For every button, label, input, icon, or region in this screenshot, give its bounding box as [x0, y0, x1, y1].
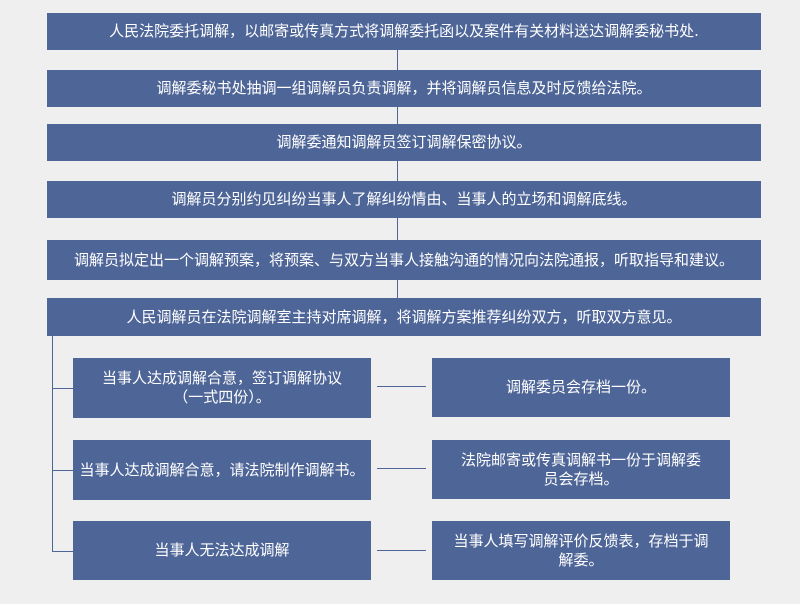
step-4-text: 调解员分别约见纠纷当事人了解纠纷情由、当事人的立场和调解底线。: [171, 190, 637, 208]
outcome-1-follow-up-line-1: 调解委员会存档一份。: [505, 378, 656, 396]
step-4-box: 调解员分别约见纠纷当事人了解纠纷情由、当事人的立场和调解底线。: [47, 181, 761, 218]
step-1-box: 人民法院委托调解，以邮寄或传真方式将调解委托函以及案件有关材料送达调解委秘书处.: [47, 13, 761, 50]
outcome-2-follow-up-line-1: 法院邮寄或传真调解书一份于调解委: [460, 450, 701, 469]
outcome-1-follow-up-box: 调解委员会存档一份。: [432, 358, 730, 417]
outcome-3-follow-up-line-2: 解委。: [558, 550, 604, 569]
outcome-2-result-line-1: 当事人达成调解合意，请法院制作调解书。: [79, 460, 365, 479]
outcome-3-follow-up-box: 当事人填写调解评价反馈表，存档于调 解委。: [432, 521, 730, 580]
outcome-1-result-box: 当事人达成调解合意，签订调解协议 （一式四份）。: [73, 358, 371, 418]
outcome-3-result-line-1: 当事人无法达成调解: [154, 541, 290, 559]
step-2-text: 调解委秘书处抽调一组调解员负责调解，并将调解员信息及时反馈给法院。: [156, 79, 652, 97]
outcome-3-result-box: 当事人无法达成调解: [73, 521, 371, 580]
step-3-box: 调解委通知调解员签订调解保密协议。: [47, 124, 761, 161]
step-2-box: 调解委秘书处抽调一组调解员负责调解，并将调解员信息及时反馈给法院。: [47, 70, 761, 107]
outcome-3-follow-up-line-1: 当事人填写调解评价反馈表，存档于调: [453, 531, 709, 550]
outcome-1-result-line-1: 当事人达成调解合意，签订调解协议: [101, 369, 342, 387]
step-5-box: 调解员拟定出一个调解预案，将预案、与双方当事人接触沟通的情况向法院通报，听取指导…: [47, 240, 761, 280]
outcome-1-result-line-2: （一式四份）。: [173, 388, 271, 406]
step-5-text: 调解员拟定出一个调解预案，将预案、与双方当事人接触沟通的情况向法院通报，听取指导…: [73, 250, 734, 269]
step-6-box: 人民调解员在法院调解室主持对席调解，将调解方案推荐纠纷双方，听取双方意见。: [47, 298, 761, 336]
step-1-text: 人民法院委托调解，以邮寄或传真方式将调解委托函以及案件有关材料送达调解委秘书处.: [109, 22, 699, 40]
outcome-2-follow-up-line-2: 员会存档。: [543, 469, 619, 488]
step-3-text: 调解委通知调解员签订调解保密协议。: [276, 133, 532, 151]
step-6-text: 人民调解员在法院调解室主持对席调解，将调解方案推荐纠纷双方，听取双方意见。: [126, 307, 682, 326]
outcome-2-follow-up-box: 法院邮寄或传真调解书一份于调解委 员会存档。: [432, 440, 730, 499]
outcome-2-result-box: 当事人达成调解合意，请法院制作调解书。: [73, 440, 371, 500]
